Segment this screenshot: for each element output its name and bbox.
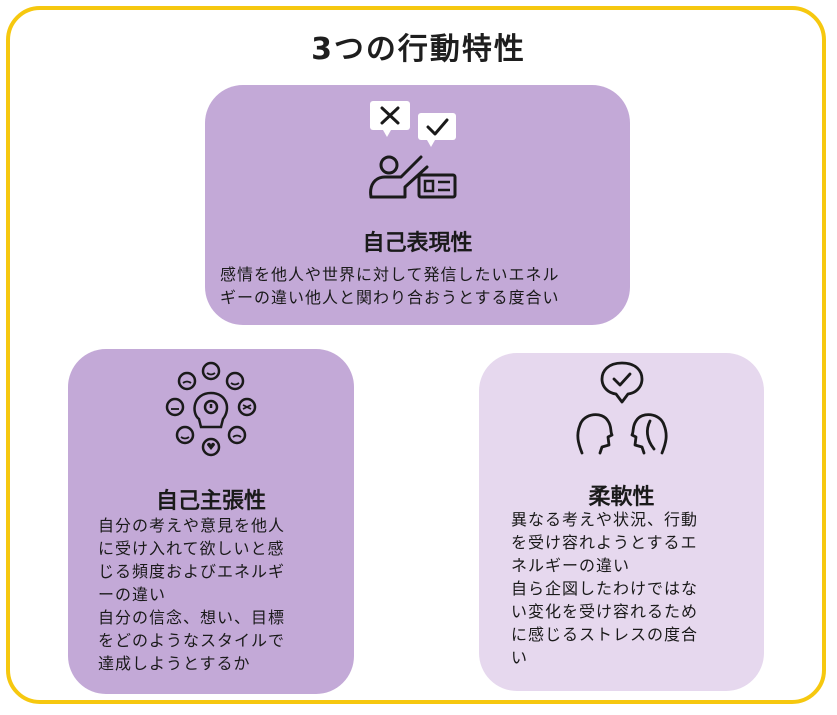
- card-desc-self-assertion: 自分の考えや意見を他人 に受け入れて欲しいと感 じる頻度およびエネルギ ーの違い…: [98, 516, 286, 673]
- card-flexibility: 柔軟性 異なる考えや状況、行動 を受け容れようとするエ ネルギーの違い 自ら企図…: [479, 353, 764, 691]
- card-self-expression: 自己表現性 感情を他人や世界に対して発信したいエネル ギーの違い他人と関わり合お…: [205, 85, 630, 325]
- card-title-flexibility: 柔軟性: [588, 485, 655, 510]
- page-title: 3つの行動特性: [311, 32, 526, 67]
- outer-frame: [6, 6, 826, 704]
- card-desc-flexibility: 異なる考えや状況、行動 を受け容れようとするエ ネルギーの違い 自ら企図したわけ…: [511, 510, 699, 667]
- card-title-self-expression: 自己表現性: [362, 231, 473, 256]
- presenter-icon: [369, 101, 457, 199]
- emotions-head-icon: [165, 361, 257, 457]
- two-people-agreement-icon: [576, 361, 668, 455]
- card-self-assertion: 自己主張性 自分の考えや意見を他人 に受け入れて欲しいと感 じる頻度およびエネル…: [68, 349, 354, 694]
- card-desc-self-expression: 感情を他人や世界に対して発信したいエネル ギーの違い他人と関わり合おうとする度合…: [220, 265, 560, 307]
- card-title-self-assertion: 自己主張性: [155, 489, 266, 514]
